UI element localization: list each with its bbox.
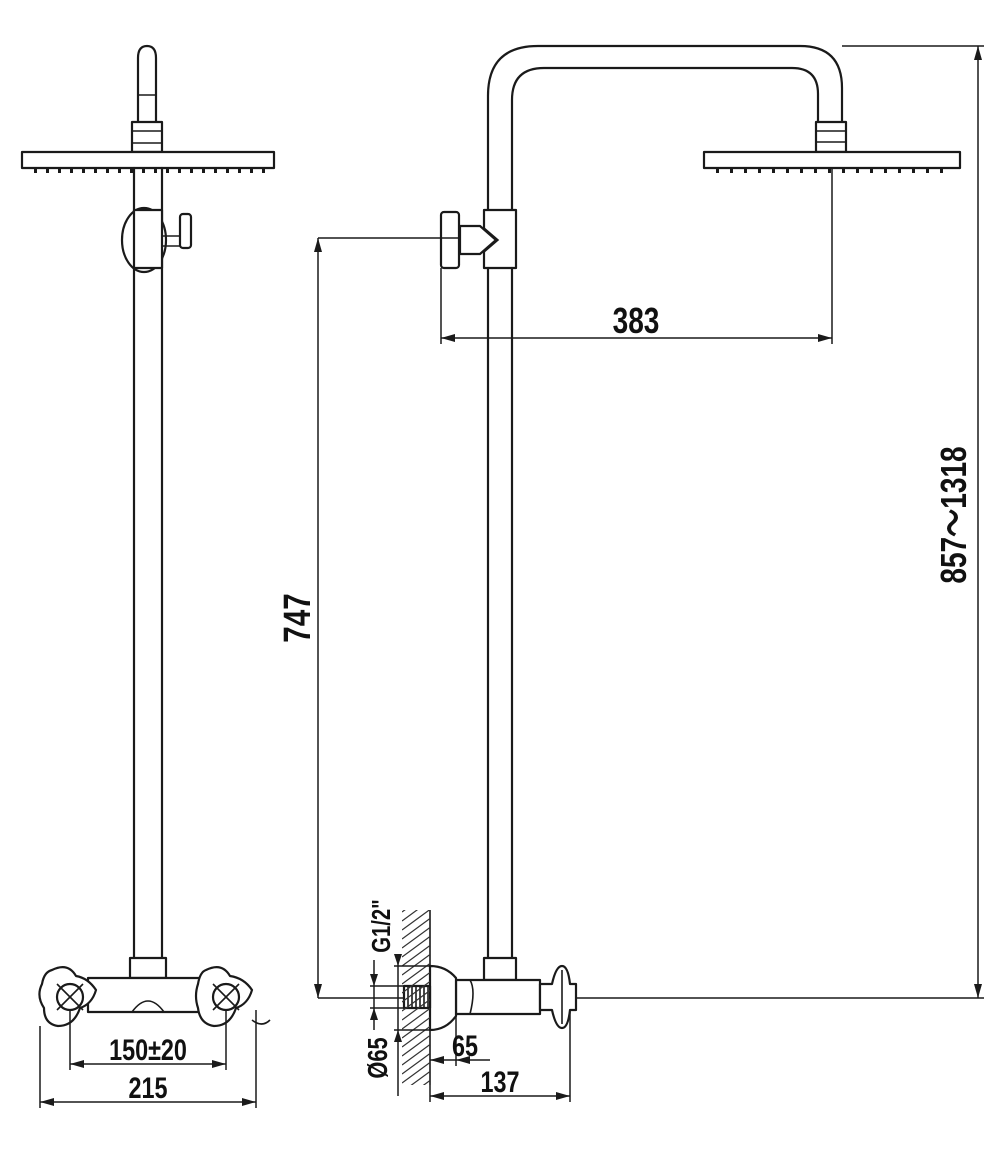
nozzle — [884, 168, 887, 173]
side-head-connector — [814, 120, 848, 154]
side-cross-handle — [538, 964, 578, 1030]
nozzle — [772, 168, 775, 173]
dim-747-label: 747 — [277, 593, 319, 642]
nozzle — [202, 168, 205, 173]
front-left-cross-handle — [38, 965, 98, 1028]
nozzle — [142, 168, 145, 173]
hatch-line — [402, 953, 430, 976]
dimension-arrows — [40, 46, 982, 1106]
dim-65-label: 65 — [452, 1029, 478, 1062]
nozzle — [82, 168, 85, 173]
hatch-line — [402, 1088, 432, 1110]
nozzle — [130, 168, 133, 173]
hatch-line — [422, 1079, 430, 1085]
front-right-cross-handle — [194, 965, 271, 1028]
side-diverter-knob — [439, 210, 461, 270]
hatch-line — [402, 998, 430, 1021]
nozzle — [190, 168, 193, 173]
nozzle — [744, 168, 747, 173]
dim-383-label: 383 — [613, 301, 660, 341]
hatch-line — [402, 917, 430, 940]
nozzle — [800, 168, 803, 173]
dim-inlet-spacing-label: 150±20 — [109, 1033, 187, 1066]
hatch-line — [402, 944, 430, 967]
nozzle — [262, 168, 265, 173]
nozzle — [786, 168, 789, 173]
front-head-nozzles — [34, 168, 265, 173]
side-lower-coupler — [482, 956, 518, 982]
nozzle — [828, 168, 831, 173]
hatch-line — [402, 1034, 430, 1057]
hatch-line — [410, 1070, 430, 1085]
nozzle — [814, 168, 817, 173]
nozzle — [870, 168, 873, 173]
dimension-lines — [39, 45, 984, 1108]
front-mixer-body — [86, 976, 210, 1014]
nozzle — [154, 168, 157, 173]
side-arm-outer — [486, 44, 844, 212]
front-view — [20, 44, 276, 1028]
nozzle — [912, 168, 915, 173]
hatch-line — [402, 980, 430, 1003]
nozzle — [166, 168, 169, 173]
hatch-line — [402, 1007, 430, 1030]
nozzle — [926, 168, 929, 173]
nozzle — [70, 168, 73, 173]
hatch-line — [402, 1016, 430, 1039]
dimension-labels: 747 383 857～1318 150±20 215 Ø65 G1/2" 65… — [109, 301, 974, 1105]
nozzle — [94, 168, 97, 173]
nozzle — [238, 168, 241, 173]
hatch-line — [402, 910, 406, 913]
nozzle — [758, 168, 761, 173]
nozzle — [716, 168, 719, 173]
hatch-line — [402, 989, 430, 1012]
nozzle — [34, 168, 37, 173]
nozzle — [118, 168, 121, 173]
hatch-line — [402, 1025, 430, 1048]
hatch-line — [402, 1097, 432, 1119]
hatch-line — [402, 1052, 430, 1075]
front-top-arm — [136, 44, 158, 124]
side-shower-head — [702, 150, 962, 170]
side-view — [402, 44, 962, 1119]
nozzle — [46, 168, 49, 173]
nozzle — [106, 168, 109, 173]
hatch-line — [402, 1043, 430, 1066]
nozzle — [898, 168, 901, 173]
dim-total-height-label: 857～1318 — [934, 446, 974, 583]
side-arm-inner — [510, 66, 820, 212]
nozzle — [226, 168, 229, 173]
nozzle — [58, 168, 61, 173]
front-shower-head — [20, 150, 276, 170]
nozzle — [856, 168, 859, 173]
front-lower-coupler — [128, 956, 168, 980]
thread-lines — [407, 986, 429, 1008]
hatch-line — [402, 926, 430, 949]
dim-flange-diameter-label: Ø65 — [362, 1037, 393, 1078]
nozzle — [940, 168, 943, 173]
wall-section — [402, 910, 432, 1119]
dim-215-label: 215 — [128, 1071, 167, 1104]
side-mixer-body — [454, 978, 542, 1016]
nozzle — [250, 168, 253, 173]
nozzle — [730, 168, 733, 173]
front-diverter-lever — [178, 212, 193, 250]
nozzle — [214, 168, 217, 173]
dim-thread-label: G1/2" — [367, 899, 396, 953]
hatch-line — [402, 910, 430, 931]
front-head-connector — [130, 120, 164, 154]
nozzle — [842, 168, 845, 173]
hatch-line — [402, 910, 419, 922]
side-wall-flange — [428, 964, 458, 1032]
hatch-line — [402, 935, 430, 958]
hatch-line — [402, 971, 430, 994]
nozzle — [178, 168, 181, 173]
hatch-line — [402, 1061, 430, 1084]
side-head-nozzles — [716, 168, 943, 173]
dim-137-label: 137 — [480, 1065, 519, 1098]
